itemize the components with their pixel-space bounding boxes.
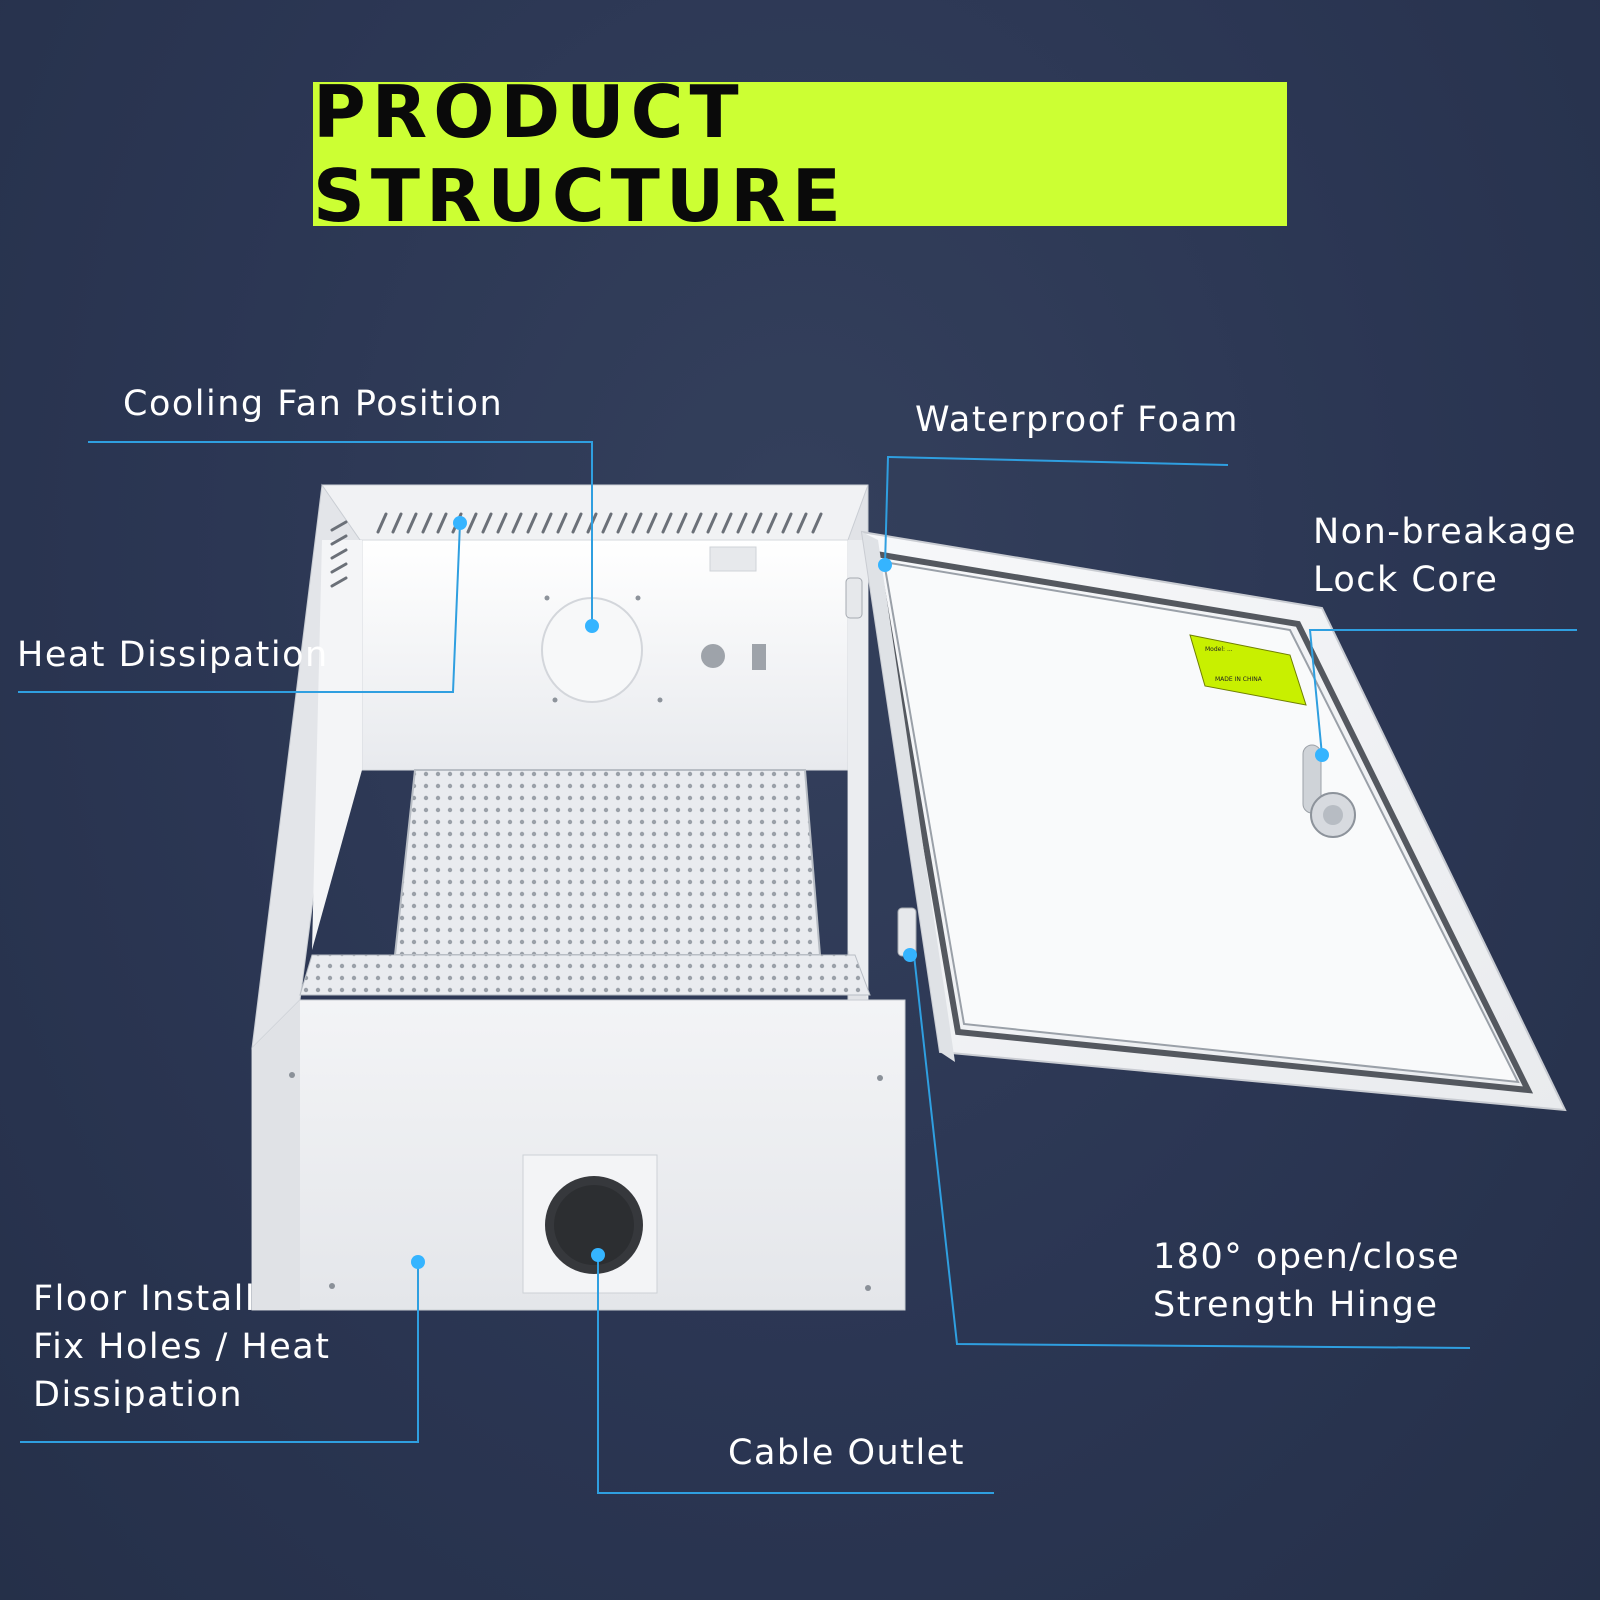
vent-slot bbox=[330, 562, 348, 574]
leader-lines bbox=[18, 441, 1577, 1494]
vent-slot bbox=[436, 512, 448, 534]
lock-core-dot bbox=[1315, 748, 1329, 762]
vent-slot bbox=[481, 512, 493, 534]
vent-slot bbox=[796, 512, 808, 534]
door-sticker: Model: ... MADE IN CHINA bbox=[1189, 634, 1307, 706]
vent-slot bbox=[721, 512, 733, 534]
vent-slot bbox=[541, 512, 553, 534]
vent-slot bbox=[571, 512, 583, 534]
vent-slot bbox=[706, 512, 718, 534]
vent-slot bbox=[376, 512, 388, 534]
heat-dissipation-dot bbox=[453, 516, 467, 530]
vent-slot bbox=[526, 512, 538, 534]
cable-outlet-leader bbox=[597, 1255, 994, 1494]
vent-slot bbox=[781, 512, 793, 534]
callout-hinge-line1: 180° open/close bbox=[1153, 1237, 1461, 1277]
lock-core-leader bbox=[1308, 629, 1577, 756]
vent-slot bbox=[556, 512, 568, 534]
vent-slot bbox=[406, 512, 418, 534]
mounting-plate bbox=[393, 769, 822, 956]
cabinet-body bbox=[251, 483, 906, 1311]
upper-hinge bbox=[845, 577, 863, 619]
callout-heat-dissipation: Heat Dissipation bbox=[17, 635, 329, 675]
callout-floor-install-line2: Fix Holes / Heat bbox=[33, 1327, 331, 1367]
vent-slot bbox=[511, 512, 523, 534]
svg-text:MADE IN CHINA: MADE IN CHINA bbox=[1215, 676, 1263, 683]
callout-hinge: 180° open/close Strength Hinge bbox=[1153, 1233, 1460, 1329]
page-title: PRODUCT STRUCTURE bbox=[313, 70, 847, 238]
cooling-fan-dot bbox=[585, 619, 599, 633]
waterproof-foam-leader bbox=[884, 455, 1229, 566]
callout-lock-core: Non-breakage Lock Core bbox=[1313, 508, 1577, 604]
callout-waterproof-foam: Waterproof Foam bbox=[915, 400, 1239, 440]
open-door: Model: ... MADE IN CHINA bbox=[845, 530, 1567, 1112]
floor-install-leader bbox=[20, 1262, 419, 1443]
vent-slot bbox=[391, 512, 403, 534]
callout-hinge-line2: Strength Hinge bbox=[1153, 1285, 1439, 1325]
vent-slot bbox=[736, 512, 748, 534]
vent-slot bbox=[751, 512, 763, 534]
vent-slot bbox=[601, 512, 613, 534]
marker-dots bbox=[411, 516, 1329, 1269]
vent-slot bbox=[330, 520, 348, 532]
callout-floor-install-line3: Dissipation bbox=[33, 1375, 244, 1415]
svg-text:Model: ...: Model: ... bbox=[1205, 646, 1233, 653]
vent-slots bbox=[330, 512, 823, 588]
cable-outlet-dot bbox=[591, 1248, 605, 1262]
title-banner: PRODUCT STRUCTURE bbox=[313, 70, 1287, 238]
callout-cooling-fan: Cooling Fan Position bbox=[123, 384, 504, 424]
vent-slot bbox=[616, 512, 628, 534]
lock-core bbox=[1302, 744, 1356, 838]
vent-slot bbox=[421, 512, 433, 534]
waterproof-foam-dot bbox=[878, 558, 892, 572]
vent-slot bbox=[330, 576, 348, 588]
callout-lock-core-line1: Non-breakage bbox=[1313, 512, 1578, 552]
vent-slot bbox=[330, 534, 348, 546]
hinge-dot bbox=[903, 948, 917, 962]
vent-slot bbox=[496, 512, 508, 534]
vent-slot bbox=[631, 512, 643, 534]
heat-dissipation-leader bbox=[18, 522, 461, 693]
vent-slot bbox=[330, 548, 348, 560]
vent-slot bbox=[676, 512, 688, 534]
vent-slot bbox=[661, 512, 673, 534]
vent-slot bbox=[466, 512, 478, 534]
floor-install-dot bbox=[411, 1255, 425, 1269]
cooling-fan-leader bbox=[88, 441, 593, 626]
callout-floor-install: Floor Install Fix Holes / Heat Dissipati… bbox=[33, 1275, 330, 1419]
vent-slot bbox=[811, 512, 823, 534]
callout-floor-install-line1: Floor Install bbox=[33, 1279, 257, 1319]
vent-slot bbox=[691, 512, 703, 534]
vent-slot bbox=[766, 512, 778, 534]
callout-lock-core-line2: Lock Core bbox=[1313, 560, 1499, 600]
hinge-leader bbox=[913, 954, 1471, 1349]
vent-slot bbox=[646, 512, 658, 534]
callout-cable-outlet: Cable Outlet bbox=[728, 1433, 965, 1473]
